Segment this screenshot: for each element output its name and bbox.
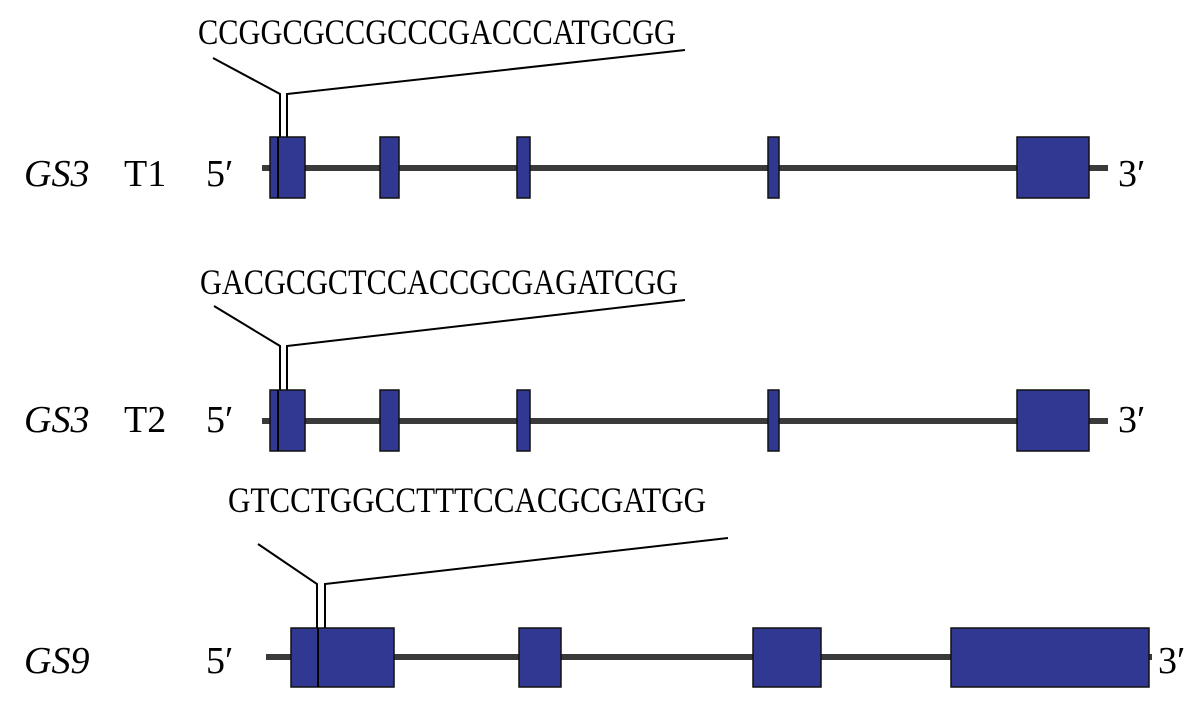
exon-3 (516, 389, 531, 452)
target-site-callout (212, 49, 686, 137)
exon-1 (290, 627, 395, 688)
exon-5 (1016, 136, 1090, 199)
five-prime-label: 5′ (206, 399, 233, 441)
five-prime-label: 5′ (206, 640, 233, 682)
exon-3 (752, 627, 822, 688)
exon-4 (767, 389, 780, 452)
target-site-callout (213, 299, 686, 390)
exon-4 (950, 627, 1150, 688)
gene-name-label: GS9 (24, 640, 89, 682)
exon-3 (516, 136, 531, 199)
exon-group (269, 389, 1090, 452)
sgrna-sequence: CCGGCGCCGCCCGACCCATGCGG (198, 12, 676, 52)
exon-5 (1016, 389, 1090, 452)
gene-row-gs9: GTCCTGGCCTTTCCACGCGATGG GS9 5′ 3′ (24, 480, 1185, 688)
exon-1 (269, 389, 306, 452)
sgrna-sequence: GTCCTGGCCTTTCCACGCGATGG (228, 480, 706, 520)
exon-group (269, 136, 1090, 199)
three-prime-label: 3′ (1118, 153, 1145, 195)
three-prime-label: 3′ (1118, 399, 1145, 441)
exon-2 (518, 627, 562, 688)
target-site-callout (257, 537, 729, 628)
sgrna-sequence: GACGCGCTCCACCGCGAGATCGG (200, 262, 678, 302)
gene-name-label: GS3 (24, 153, 89, 195)
exon-4 (767, 136, 780, 199)
exon-2 (379, 389, 400, 452)
gene-name-label: GS3 (24, 399, 89, 441)
target-label: T2 (124, 399, 166, 441)
five-prime-label: 5′ (206, 153, 233, 195)
target-label: T1 (124, 153, 166, 195)
exon-group (290, 627, 1150, 688)
exon-2 (379, 136, 400, 199)
three-prime-label: 3′ (1158, 640, 1185, 682)
exon-1 (269, 136, 306, 199)
gene-row-gs3-t2: GACGCGCTCCACCGCGAGATCGG GS3 T2 5′ 3′ (24, 262, 1145, 452)
gene-row-gs3-t1: CCGGCGCCGCCCGACCCATGCGG GS3 T1 5′ 3′ (24, 12, 1145, 199)
